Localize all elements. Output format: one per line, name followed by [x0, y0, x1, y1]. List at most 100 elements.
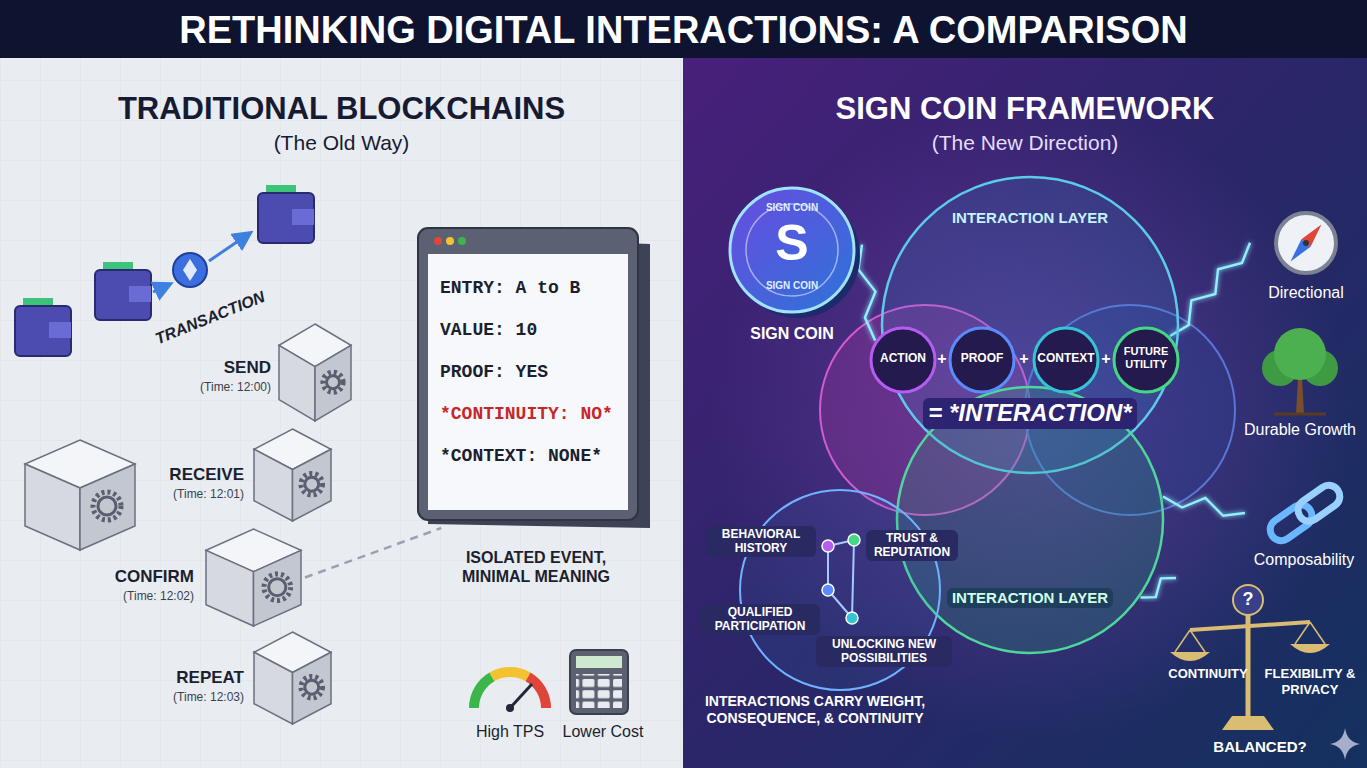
text-slot: TRADITIONAL BLOCKCHAINS: [0, 90, 683, 127]
cube-outline-part: [293, 449, 332, 521]
cube-outline-part: [279, 345, 315, 421]
chain-outline-part-part: [1294, 481, 1344, 525]
compass-outline-part-part: [1301, 221, 1326, 247]
layer-label: INTERACTION LAYER: [930, 209, 1130, 227]
cube-outline-part: [305, 680, 319, 694]
text-slot: CONTEXT: [1032, 351, 1100, 365]
panel-heading: SIGN COIN FRAMEWORK: [683, 90, 1367, 127]
lightning-connector: [1170, 243, 1250, 336]
icon-label: Composability: [1245, 550, 1363, 569]
text-slot: REPEAT: [150, 668, 244, 688]
scale-question: ?: [1238, 589, 1258, 611]
wallet-part: [49, 322, 71, 338]
ledger-line: PROOF: YES: [440, 362, 626, 384]
text-slot: ISOLATED EVENT, MINIMAL MEANING: [446, 548, 626, 586]
text-slot: Durable Growth: [1238, 420, 1362, 439]
tree-outline-part: [1296, 378, 1304, 414]
cube-outline-part: [315, 345, 351, 421]
text-slot: +: [1099, 349, 1113, 368]
cube-outline-part: [323, 372, 343, 392]
coin-outline-part: [730, 188, 854, 312]
network-outline-part: [846, 612, 858, 624]
left-panel-ground: [0, 0, 683, 768]
text-slot: = *INTERACTION*: [905, 398, 1155, 429]
transfer-arrow: [209, 233, 250, 261]
ring-outline-part: [882, 177, 1178, 473]
title-bar: [0, 0, 1367, 58]
plus-sign: +: [1017, 349, 1031, 368]
speed-gauge-part: [474, 677, 492, 708]
compass-icon: Directional: [1250, 205, 1362, 310]
text-slot: TRUST & REPUTATION: [866, 530, 958, 561]
plain-block-part: [93, 492, 121, 520]
network-label: UNLOCKING NEW POSSIBILITIES: [816, 636, 952, 667]
scale-outline-part: [1175, 630, 1190, 652]
process-block: SEND(Time: 12:00): [195, 320, 355, 425]
tree-outline-part: [1274, 328, 1326, 380]
icon-label: High TPS: [460, 722, 560, 741]
compass-outline-part: [1276, 213, 1336, 273]
text-slot: SIGN COIN: [742, 202, 842, 214]
text-slot: TRANSACTION: [142, 282, 279, 352]
monitor-outline-part: [458, 237, 466, 245]
monitor-outline-part: [428, 254, 628, 510]
scale-outline-part: [1170, 652, 1210, 661]
network-outline-part: [822, 540, 834, 552]
process-block: REPEAT(Time: 12:03): [150, 628, 335, 728]
network-outline-part: [848, 534, 860, 546]
compass-outline-part: [1286, 221, 1326, 265]
text-slot: CONFIRM: [90, 567, 194, 587]
network-circle: BEHAVIORAL HISTORYTRUST & REPUTATIONQUAL…: [700, 490, 960, 755]
cube-outline-part: [327, 376, 340, 389]
bubble-label: ACTION: [869, 351, 937, 365]
layer-label: INTERACTION LAYER: [947, 588, 1113, 608]
text-slot: *CONTEXT: NONE*: [440, 446, 626, 468]
process-block: CONFIRM (Time: 12:02): [90, 525, 305, 630]
transaction-coin-part: [183, 259, 197, 281]
text-slot: *CONTINUITY: NO*: [440, 404, 626, 426]
formula-bubble: ACTION: [869, 326, 937, 394]
step-name: SEND: [195, 358, 271, 378]
cube-outline-part: [264, 574, 291, 601]
coin-symbol: S: [742, 216, 842, 271]
balance-scale: ?CONTINUITYFLEXIBILITY & PRIVACYBALANCED…: [1160, 578, 1360, 763]
monitor-outline-part: [428, 236, 650, 528]
scale-pan-label: CONTINUITY: [1160, 666, 1256, 682]
formula-bubble: FUTURE UTILITY: [1112, 326, 1180, 394]
ledger-line: *CONTEXT: NONE*: [440, 446, 626, 468]
chain-outline-part: [1266, 481, 1344, 545]
text-slot: FLEXIBILITY & PRIVACY: [1260, 666, 1360, 697]
text-slot: INTERACTION LAYER: [930, 209, 1130, 227]
bubble-outline-part: [1114, 328, 1178, 392]
monitor-outline-part: [434, 237, 442, 245]
transaction-label: TRANSACTION: [142, 282, 279, 352]
wallet-part: [129, 286, 151, 302]
coin-rim-text: SIGN COIN: [742, 202, 842, 214]
ledger-line: *CONTINUITY: NO*: [440, 404, 626, 426]
scale-outline-part: [1233, 585, 1263, 615]
cube-outline-part: [293, 652, 332, 724]
text-slot: RECEIVE: [150, 465, 244, 485]
text-slot: (Time: 12:03): [144, 690, 244, 704]
transaction-coin-part: [173, 253, 207, 287]
lightning-connector: [1163, 497, 1245, 516]
plus-sign: +: [1099, 349, 1113, 368]
network-outline-part: [822, 584, 834, 596]
step-name: RECEIVE: [150, 465, 244, 485]
step-name: REPEAT: [150, 668, 244, 688]
text-slot: FUTURE UTILITY: [1118, 345, 1174, 370]
network-label: TRUST & REPUTATION: [866, 530, 958, 561]
text-slot: (Time: 12:02): [94, 589, 194, 603]
text-slot: +: [1017, 349, 1031, 368]
process-block: RECEIVE(Time: 12:01): [150, 425, 335, 525]
text-slot: Composability: [1245, 550, 1363, 569]
panel-subheading: (The New Direction): [683, 130, 1367, 155]
wallet-part: [292, 209, 314, 225]
formula-result: = *INTERACTION*: [923, 398, 1136, 429]
wallet: [95, 262, 151, 320]
text-slot: Directional: [1250, 283, 1362, 302]
formula-bubble: PROOF: [948, 326, 1016, 394]
text-slot: RETHINKING DIGITAL INTERACTIONS: A COMPA…: [0, 8, 1367, 54]
